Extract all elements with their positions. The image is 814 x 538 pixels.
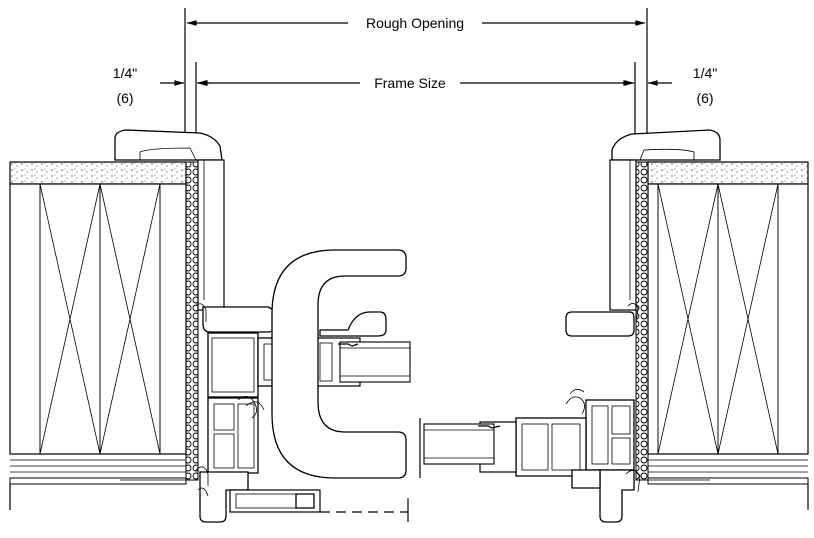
rough-opening-dimension: Rough Opening	[184, 8, 648, 140]
left-glass-pane	[339, 341, 411, 383]
right-wall-section	[611, 129, 809, 510]
frame-size-label: Frame Size	[374, 75, 446, 91]
right-gap-metric: (6)	[696, 90, 713, 106]
rough-opening-label: Rough Opening	[366, 15, 464, 31]
right-trim-cap	[611, 129, 721, 161]
left-gap-metric: (6)	[116, 90, 133, 106]
left-trim-cap	[114, 129, 223, 161]
right-gap-dimension: 1/4" (6)	[622, 65, 717, 106]
right-gap-imperial: 1/4"	[693, 65, 717, 81]
handle-crank	[271, 249, 407, 479]
frame-size-dimension: Frame Size	[195, 62, 636, 140]
right-frame-profile	[419, 159, 641, 523]
left-gap-imperial: 1/4"	[113, 65, 137, 81]
left-wall-section	[9, 129, 223, 510]
right-glass-pane	[423, 423, 495, 465]
left-gap-dimension: 1/4" (6)	[113, 65, 210, 106]
